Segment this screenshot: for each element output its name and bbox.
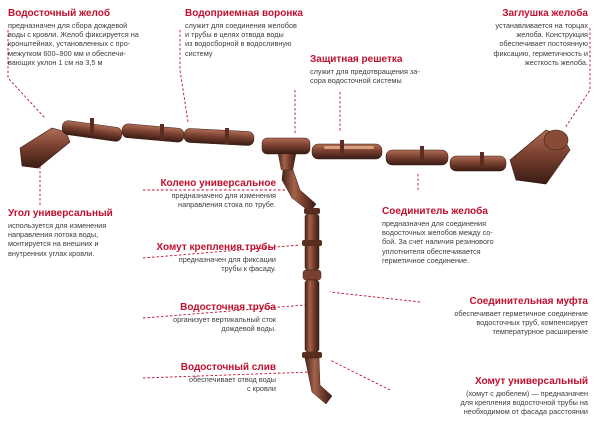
label-coupling-text: обеспечивает герметичное соединение водо… — [454, 309, 588, 337]
label-outlet-title: Водосточный слив — [180, 362, 276, 373]
label-funnel-text: служит для соединения желобов и трубы в … — [185, 21, 297, 58]
elbow-universal — [281, 169, 317, 213]
funnel-body — [261, 137, 311, 155]
leader-pipe — [142, 304, 306, 319]
label-grid-title: Защитная решетка — [310, 54, 403, 65]
gutter-segment-3 — [183, 128, 255, 146]
leader-uclamp — [329, 359, 391, 391]
gutter-segment-2 — [121, 123, 185, 143]
label-outlet-text: обеспечивает отвод воды с кровли — [189, 375, 276, 394]
label-elbow-text: предназначено для изменения направления … — [171, 191, 276, 210]
label-connector-text: предназначен для соединения водосточных … — [382, 219, 494, 265]
protective-grid-dots — [324, 146, 374, 149]
funnel-neck — [278, 154, 296, 170]
gutter-assembly — [19, 118, 571, 185]
label-corner-text: используется для изменения направления п… — [8, 221, 107, 258]
gutter-segment-5 — [385, 149, 449, 166]
label-clamp-text: предназначен для фиксации трубы к фасаду… — [178, 255, 276, 274]
leader-cap — [564, 28, 591, 129]
label-elbow-title: Колено универсальное — [160, 178, 276, 189]
pipe-clamp — [302, 240, 322, 246]
label-connector-title: Соединитель желоба — [382, 206, 488, 217]
downpipe-lower — [304, 279, 320, 353]
label-uclamp: Хомут универсальный (хомут с дюбелем) — … — [396, 376, 588, 417]
label-cap-text: устанавливается на торцах желоба. Констр… — [493, 21, 589, 67]
leader-lines — [7, 28, 591, 391]
coupling — [302, 269, 322, 281]
label-connector: Соединитель желоба предназначен для соед… — [382, 206, 532, 265]
label-grid-text: служит для предотвращения за- сора водос… — [310, 67, 420, 86]
label-pipe-title: Водосточная труба — [180, 302, 276, 313]
label-coupling: Соединительная муфта обеспечивает гермет… — [404, 296, 588, 337]
label-corner-title: Угол универсальный — [8, 208, 113, 219]
leader-outlet — [142, 371, 313, 379]
leader-coupling — [329, 291, 421, 303]
label-outlet: Водосточный слив обеспечивает отвод воды… — [146, 362, 276, 393]
gutter-corner-left — [19, 127, 71, 169]
label-gutter-title: Водосточный желоб — [8, 8, 111, 19]
label-grid: Защитная решетка служит для предотвращен… — [310, 54, 450, 85]
label-cap: Заглушка желоба устанавливается на торца… — [440, 8, 589, 67]
label-uclamp-text: (хомут с дюбелем) — предназначен для кре… — [460, 389, 588, 417]
label-corner: Угол универсальный используется для изме… — [8, 208, 143, 258]
gutter-segment-6 — [449, 155, 507, 172]
label-coupling-title: Соединительная муфта — [469, 296, 588, 307]
label-gutter: Водосточный желоб предназначен для сбора… — [8, 8, 178, 67]
label-gutter-text: предназначен для сбора дождевой воды с к… — [8, 21, 139, 67]
gutter-cap — [543, 129, 569, 151]
label-clamp-title: Хомут крепления трубы — [156, 242, 276, 253]
label-funnel: Водоприемная воронка служит для соединен… — [185, 8, 335, 58]
universal-clamp — [302, 352, 322, 358]
label-pipe: Водосточная труба организует вертикальны… — [146, 302, 276, 333]
leader-clamp — [142, 244, 301, 259]
elbow-ring — [304, 208, 320, 214]
label-funnel-title: Водоприемная воронка — [185, 8, 303, 19]
label-uclamp-title: Хомут универсальный — [474, 376, 588, 387]
leader-gutter — [7, 30, 46, 119]
label-elbow: Колено универсальное предназначено для и… — [146, 178, 276, 209]
downpipe-assembly — [281, 169, 333, 405]
label-cap-title: Заглушка желоба — [502, 8, 588, 19]
label-clamp: Хомут крепления трубы предназначен для ф… — [146, 242, 276, 273]
gutter-hangers — [90, 118, 484, 168]
outlet-spout — [304, 357, 333, 405]
label-pipe-text: организует вертикальный сток дождевой во… — [173, 315, 276, 334]
